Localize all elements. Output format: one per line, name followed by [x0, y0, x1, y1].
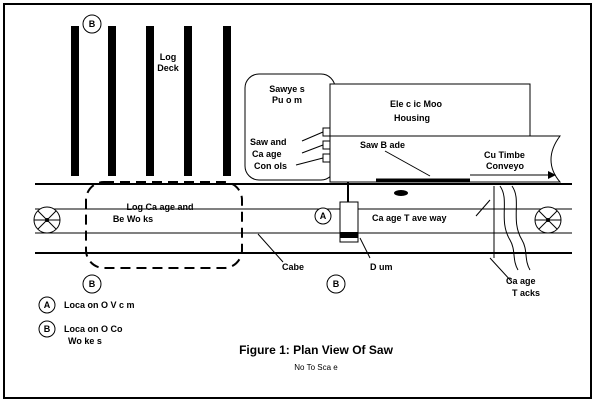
- log-deck-bar: [184, 26, 192, 176]
- carriage-travelway-label: Ca age T ave way: [372, 213, 447, 223]
- travelway-leader: [475, 199, 491, 217]
- figure-subtitle: No To Sca e: [294, 363, 338, 372]
- drum-band: [340, 232, 358, 238]
- marker-a: A: [320, 211, 327, 221]
- marker-b-left-circle: [82, 274, 102, 294]
- sawyer-label-line1: Sawye s: [269, 84, 305, 94]
- carriage-controls-label-line1: Ca age: [252, 149, 282, 159]
- log-carriage-label-line1: Log Ca age and: [126, 202, 193, 212]
- drum-label: D um: [370, 262, 393, 272]
- marker-b-top-circle: [82, 14, 102, 34]
- cable-label: Cabe: [282, 262, 304, 272]
- control-leader: [301, 131, 324, 142]
- log-deck: [71, 26, 231, 176]
- legend: A Loca on O V c m B Loca on O Co Wo ke s: [38, 296, 135, 346]
- saw-blade-leader: [384, 150, 431, 177]
- saw-conveyor-area: [329, 135, 562, 183]
- log-deck-bar: [108, 26, 116, 176]
- carriage-tracks-label-line2: T acks: [512, 288, 540, 298]
- cable-leader: [257, 233, 284, 263]
- elec-label-line1: Ele c ic Moo: [390, 99, 443, 109]
- saw-blade-label: Saw B ade: [360, 140, 405, 150]
- saw-and-label: Saw and: [250, 137, 287, 147]
- control-leader: [301, 144, 324, 154]
- drum-leader: [359, 237, 371, 259]
- control-lever: [322, 127, 331, 137]
- marker-b-left: B: [89, 279, 96, 289]
- figure-title: Figure 1: Plan View Of Saw: [239, 343, 393, 357]
- legend-a-text: Loca on O V c m: [64, 300, 135, 310]
- legend-b-marker: B: [44, 324, 51, 334]
- legend-b-text-line1: Loca on O Co: [64, 324, 123, 334]
- carriage-tracks-label-line1: Ca age: [506, 276, 536, 286]
- marker-a-circle: [314, 207, 332, 225]
- log-deck-bar: [223, 26, 231, 176]
- log-deck-bar: [71, 26, 79, 176]
- log-deck-bar: [146, 26, 154, 176]
- elec-label-line2: Housing: [394, 113, 430, 123]
- log-carriage-area: [85, 181, 243, 269]
- cut-timber-label-line1: Cu Timbe: [484, 150, 525, 160]
- legend-a-marker: A: [44, 300, 51, 310]
- log-carriage-label-line2: Be Wo ks: [113, 214, 153, 224]
- figure-frame: [3, 3, 592, 399]
- conveyor-arrowhead: [548, 171, 556, 179]
- carriage-track-break: [511, 185, 531, 271]
- log-outline: [394, 190, 408, 196]
- control-lever: [322, 153, 331, 163]
- legend-b-text-line2: Wo ke s: [68, 336, 102, 346]
- legend-a-circle: [38, 296, 56, 314]
- marker-b-mid: B: [333, 279, 340, 289]
- marker-b-mid-circle: [326, 274, 346, 294]
- carriage-track-break: [499, 185, 519, 271]
- carriage-controls-label-line2: Con ols: [254, 161, 287, 171]
- electric-motor-housing: [329, 83, 531, 137]
- right-pulley: [534, 206, 562, 234]
- left-pulley: [33, 206, 61, 234]
- log-deck-label-line2: Deck: [157, 63, 180, 73]
- log-deck-label-line1: Log: [160, 52, 177, 62]
- control-lever: [322, 140, 331, 150]
- sawyer-label-line2: Pu o m: [272, 95, 302, 105]
- control-leader: [295, 157, 324, 166]
- legend-b-circle: [38, 320, 56, 338]
- cut-timber-label-line2: Conveyo: [486, 161, 525, 171]
- marker-b-top: B: [89, 19, 96, 29]
- tracks-leader: [489, 257, 513, 283]
